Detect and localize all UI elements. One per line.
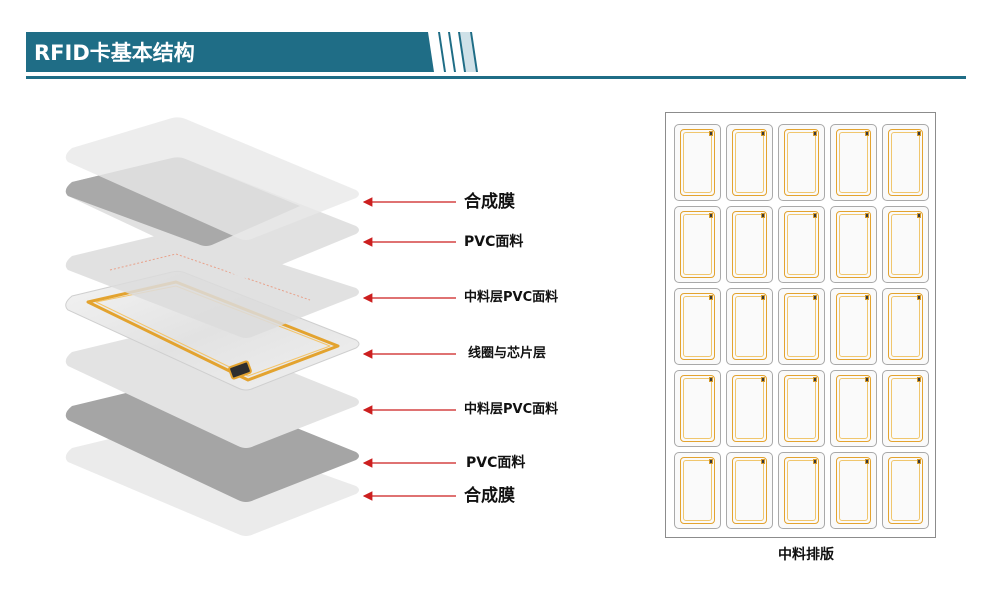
inlay-card xyxy=(882,206,929,283)
inlay-card xyxy=(674,452,721,529)
inlay-coil xyxy=(836,375,871,442)
inlay-card xyxy=(830,452,877,529)
page-title: RFID卡基本结构 xyxy=(34,41,195,65)
chip-module xyxy=(228,360,252,380)
inlay-coil xyxy=(836,129,871,196)
inlay-chip xyxy=(761,213,765,218)
inlay-coil xyxy=(888,457,923,524)
inlay-coil xyxy=(888,293,923,360)
inlay-chip xyxy=(761,377,765,382)
inlay-chip xyxy=(917,213,921,218)
inlay-coil xyxy=(680,129,715,196)
label-inlay-pvc-lower: 中料层PVC面料 xyxy=(464,402,559,417)
inlay-chip xyxy=(813,213,817,218)
inlay-coil xyxy=(784,375,819,442)
inlay-chip xyxy=(709,459,713,464)
card-layers-diagram xyxy=(65,117,456,536)
inlay-chip xyxy=(865,377,869,382)
label-film-bottom: 合成膜 xyxy=(464,486,515,506)
inlay-card xyxy=(830,288,877,365)
inlay-coil xyxy=(680,375,715,442)
inlay-chip xyxy=(813,131,817,136)
layer-film-top xyxy=(65,117,359,240)
inlay-chip xyxy=(761,295,765,300)
inlay-card xyxy=(830,124,877,201)
inlay-chip xyxy=(917,377,921,382)
inlay-coil xyxy=(784,211,819,278)
inlay-chip xyxy=(865,213,869,218)
inlay-chip xyxy=(865,459,869,464)
inlay-chip xyxy=(917,131,921,136)
inlay-card xyxy=(778,124,825,201)
inlay-chip xyxy=(813,377,817,382)
inlay-chip xyxy=(813,459,817,464)
layer-pvc-bottom xyxy=(65,381,359,502)
inlay-card xyxy=(726,124,773,201)
inlay-card xyxy=(674,288,721,365)
inlay-card xyxy=(778,288,825,365)
inlay-card xyxy=(726,370,773,447)
inlay-card xyxy=(778,370,825,447)
inlay-chip xyxy=(761,131,765,136)
inlay-card xyxy=(674,124,721,201)
inlay-chip xyxy=(761,459,765,464)
label-film-top: 合成膜 xyxy=(464,192,515,212)
inlay-card xyxy=(726,452,773,529)
inlay-chip xyxy=(865,131,869,136)
inlay-card xyxy=(882,370,929,447)
inlay-coil xyxy=(888,211,923,278)
inlay-coil xyxy=(732,375,767,442)
label-coil-chip: 线圈与芯片层 xyxy=(468,346,547,361)
inlay-card xyxy=(830,370,877,447)
title-rule xyxy=(26,76,966,79)
inlay-card xyxy=(882,452,929,529)
layer-inlay-pvc-upper xyxy=(65,231,359,338)
inlay-coil xyxy=(836,457,871,524)
inlay-chip xyxy=(709,295,713,300)
inlay-card xyxy=(674,370,721,447)
sheet-caption: 中料排版 xyxy=(778,547,834,563)
inlay-card xyxy=(882,288,929,365)
inlay-card xyxy=(674,206,721,283)
inlay-chip xyxy=(813,295,817,300)
inlay-coil xyxy=(732,293,767,360)
inlay-chip xyxy=(865,295,869,300)
inlay-sheet-grid xyxy=(674,124,929,529)
inlay-chip xyxy=(917,459,921,464)
inlay-coil xyxy=(680,293,715,360)
inlay-card xyxy=(726,288,773,365)
label-pvc-top: PVC面料 xyxy=(464,234,524,250)
layer-inlay-pvc-lower xyxy=(65,327,359,448)
inlay-coil xyxy=(888,375,923,442)
inlay-card xyxy=(882,124,929,201)
inlay-coil xyxy=(732,457,767,524)
inlay-card xyxy=(778,452,825,529)
title-bar xyxy=(26,32,478,72)
inlay-coil xyxy=(680,211,715,278)
inlay-card xyxy=(726,206,773,283)
inlay-card xyxy=(830,206,877,283)
inlay-chip xyxy=(709,131,713,136)
label-pvc-bottom: PVC面料 xyxy=(466,455,526,471)
inlay-chip xyxy=(709,377,713,382)
inlay-coil xyxy=(732,211,767,278)
title-stripes-decoration xyxy=(428,32,490,72)
inlay-coil xyxy=(784,457,819,524)
inlay-coil xyxy=(680,457,715,524)
inlay-coil xyxy=(784,129,819,196)
inlay-coil xyxy=(784,293,819,360)
inlay-coil xyxy=(836,293,871,360)
label-inlay-pvc-upper: 中料层PVC面料 xyxy=(464,290,559,305)
inlay-chip xyxy=(917,295,921,300)
inlay-coil xyxy=(836,211,871,278)
inlay-sheet xyxy=(665,112,936,538)
inlay-chip xyxy=(709,213,713,218)
inlay-coil xyxy=(732,129,767,196)
inlay-card xyxy=(778,206,825,283)
inlay-coil xyxy=(888,129,923,196)
